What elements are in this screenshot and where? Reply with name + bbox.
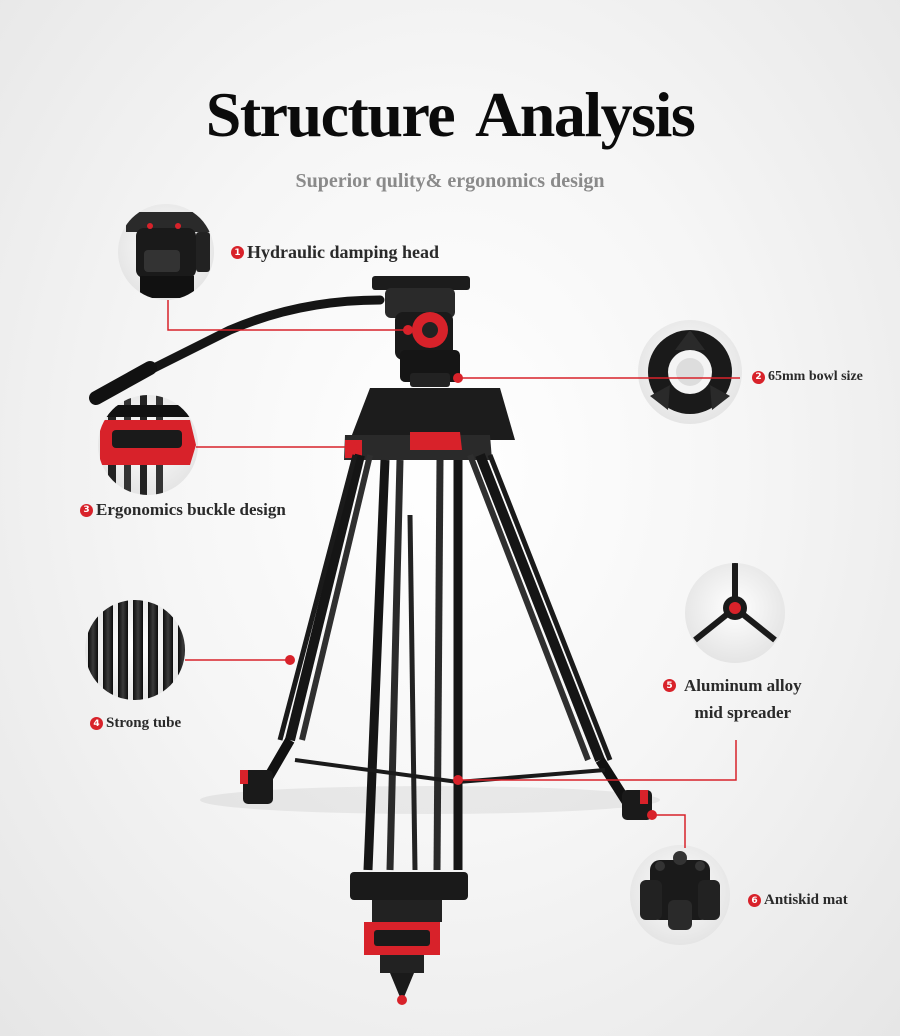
page-subtitle: Superior qulity& ergonomics design [295, 170, 605, 192]
detail-circle-buckle [98, 395, 198, 495]
feature-label-spreader: 5 Aluminum alloy mid spreader [663, 672, 802, 726]
number-badge: 1 [231, 246, 244, 259]
tripod [89, 276, 652, 1005]
number-badge: 3 [80, 503, 93, 517]
number-badge: 4 [90, 717, 103, 730]
detail-circle-tube [85, 600, 185, 700]
feature-label-mat: 6 Antiskid mat [748, 892, 848, 909]
number-badge: 5 [663, 679, 676, 692]
detail-circle-head [118, 204, 214, 300]
detail-circle-bowl [638, 320, 742, 424]
feature-label-tube: 4 Strong tube [90, 715, 181, 732]
detail-circle-mat [630, 845, 730, 945]
feature-label-head: 1 Hydraulic damping head [231, 242, 439, 263]
detail-circle-spreader [685, 563, 785, 663]
number-badge: 2 [752, 370, 765, 384]
feature-label-bowl: 2 65mm bowl size [752, 369, 863, 385]
page-title: Structure Analysis [205, 79, 696, 150]
feature-label-buckle: 3 Ergonomics buckle design [80, 500, 286, 520]
number-badge: 6 [748, 894, 761, 907]
callout-lines [167, 300, 740, 848]
callout-dots [285, 325, 657, 820]
